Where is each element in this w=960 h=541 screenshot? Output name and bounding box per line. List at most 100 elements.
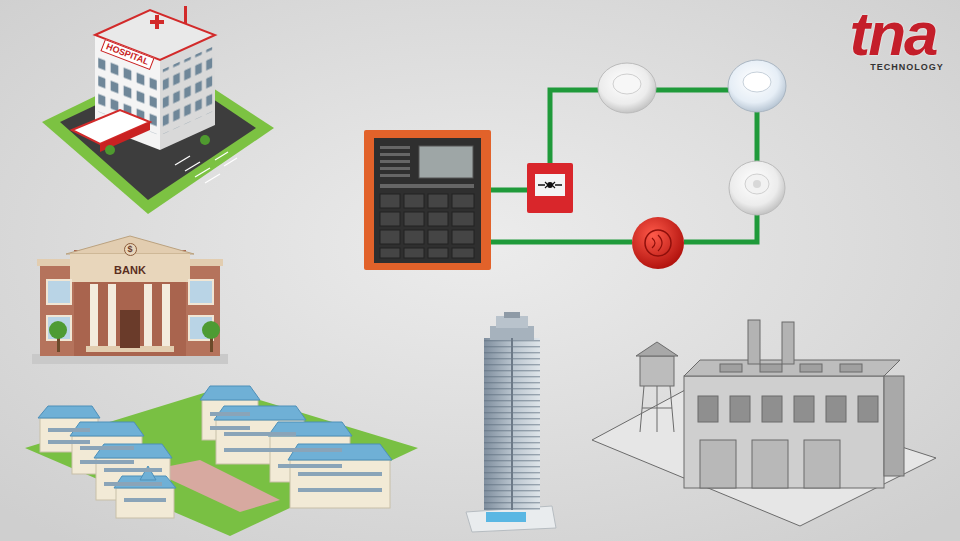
bank-illustration [70,254,190,282]
tower-illustration [504,312,520,318]
apartments-illustration [124,498,166,502]
bank-illustration [162,284,170,348]
tower-illustration [484,338,540,510]
apartments-illustration [80,460,134,464]
hospital-illustration [224,158,237,166]
control-panel [380,212,400,226]
wire [655,88,730,93]
tower-illustration [484,338,540,510]
bank-illustration [49,321,67,339]
control-panel [380,167,410,170]
control-panel [404,248,424,258]
control-panel [380,230,400,244]
control-panel [380,153,410,156]
factory-illustration [642,408,672,409]
control-panel [452,248,474,258]
logo-text: tna [850,3,937,65]
factory-illustration [720,364,862,372]
factory-illustration [794,396,814,422]
smoke-detector [598,63,656,113]
hospital-illustration [195,168,210,177]
factory-illustration [698,396,878,422]
bank-illustration [202,321,220,339]
factory-illustration [730,396,750,422]
factory-illustration [700,440,840,488]
apartments-illustration [104,482,162,486]
control-panel [452,212,474,226]
bank-illustration [47,316,71,340]
apartments-illustration [48,412,382,502]
building-sign: HOSPITAL [100,38,154,69]
manual-call-point [535,174,565,196]
factory-illustration [782,322,794,364]
control-panel [404,194,424,208]
apartments-illustration [224,432,296,436]
factory-illustration [840,364,862,372]
hospital-illustration [163,47,213,134]
factory-illustration [800,364,822,372]
factory-illustration [748,320,760,364]
factory-illustration [640,386,644,432]
control-panel [380,184,474,188]
control-panel [404,230,424,244]
manual-call-point [538,184,562,186]
control-panel [428,230,448,244]
hospital-illustration [215,152,228,160]
wire [490,188,527,193]
factory-illustration [592,320,936,526]
alarm-sounder [645,230,671,256]
bank-illustration [47,280,213,340]
heat-detector [729,161,785,215]
currency-symbol: $ [124,243,137,256]
factory-illustration [804,440,840,488]
bank-illustration [120,310,140,348]
control-panel [364,130,491,270]
control-panel [364,130,491,270]
tower-illustration [486,512,526,522]
apartments-illustration [38,386,392,488]
hospital-illustration [72,110,150,144]
smoke-detector [743,72,771,92]
control-panel [428,194,448,208]
apartments-illustration [298,488,382,492]
bank-illustration [47,280,71,304]
apartments-illustration [278,464,342,468]
heat-detector [753,180,761,188]
hospital-illustration [200,135,210,145]
smoke-detector [728,60,786,112]
logo-subtitle: TECHNOLOGY [870,63,944,72]
bank-illustration [189,280,213,304]
hospital-illustration [42,6,274,214]
wire [550,90,600,163]
control-panel [380,194,474,258]
control-panel [374,138,481,263]
control-panel [380,194,400,208]
control-panel [428,212,448,226]
hospital-illustration [105,145,115,155]
apartments-illustration [210,426,250,430]
factory-illustration [698,396,718,422]
apartments-illustration [298,472,382,476]
hospital-illustration [155,15,159,29]
hospital-illustration [184,6,187,24]
control-panel [380,160,410,163]
factory-illustration [657,386,658,432]
tower-illustration [511,338,513,510]
wire [684,214,757,242]
factory-illustration [752,440,788,488]
apartments-illustration [25,388,418,536]
bank-illustration [144,284,152,348]
manual-call-point [527,163,573,213]
heat-detector [745,174,769,194]
heat-detector [729,161,785,215]
control-panel [380,146,474,188]
smoke-detector [728,60,786,112]
apartments-illustration [200,386,260,400]
alarm-sounder [632,217,684,269]
factory-illustration [636,342,678,356]
control-panel [419,146,473,178]
factory-illustration [700,440,736,488]
hospital-illustration [175,152,237,183]
